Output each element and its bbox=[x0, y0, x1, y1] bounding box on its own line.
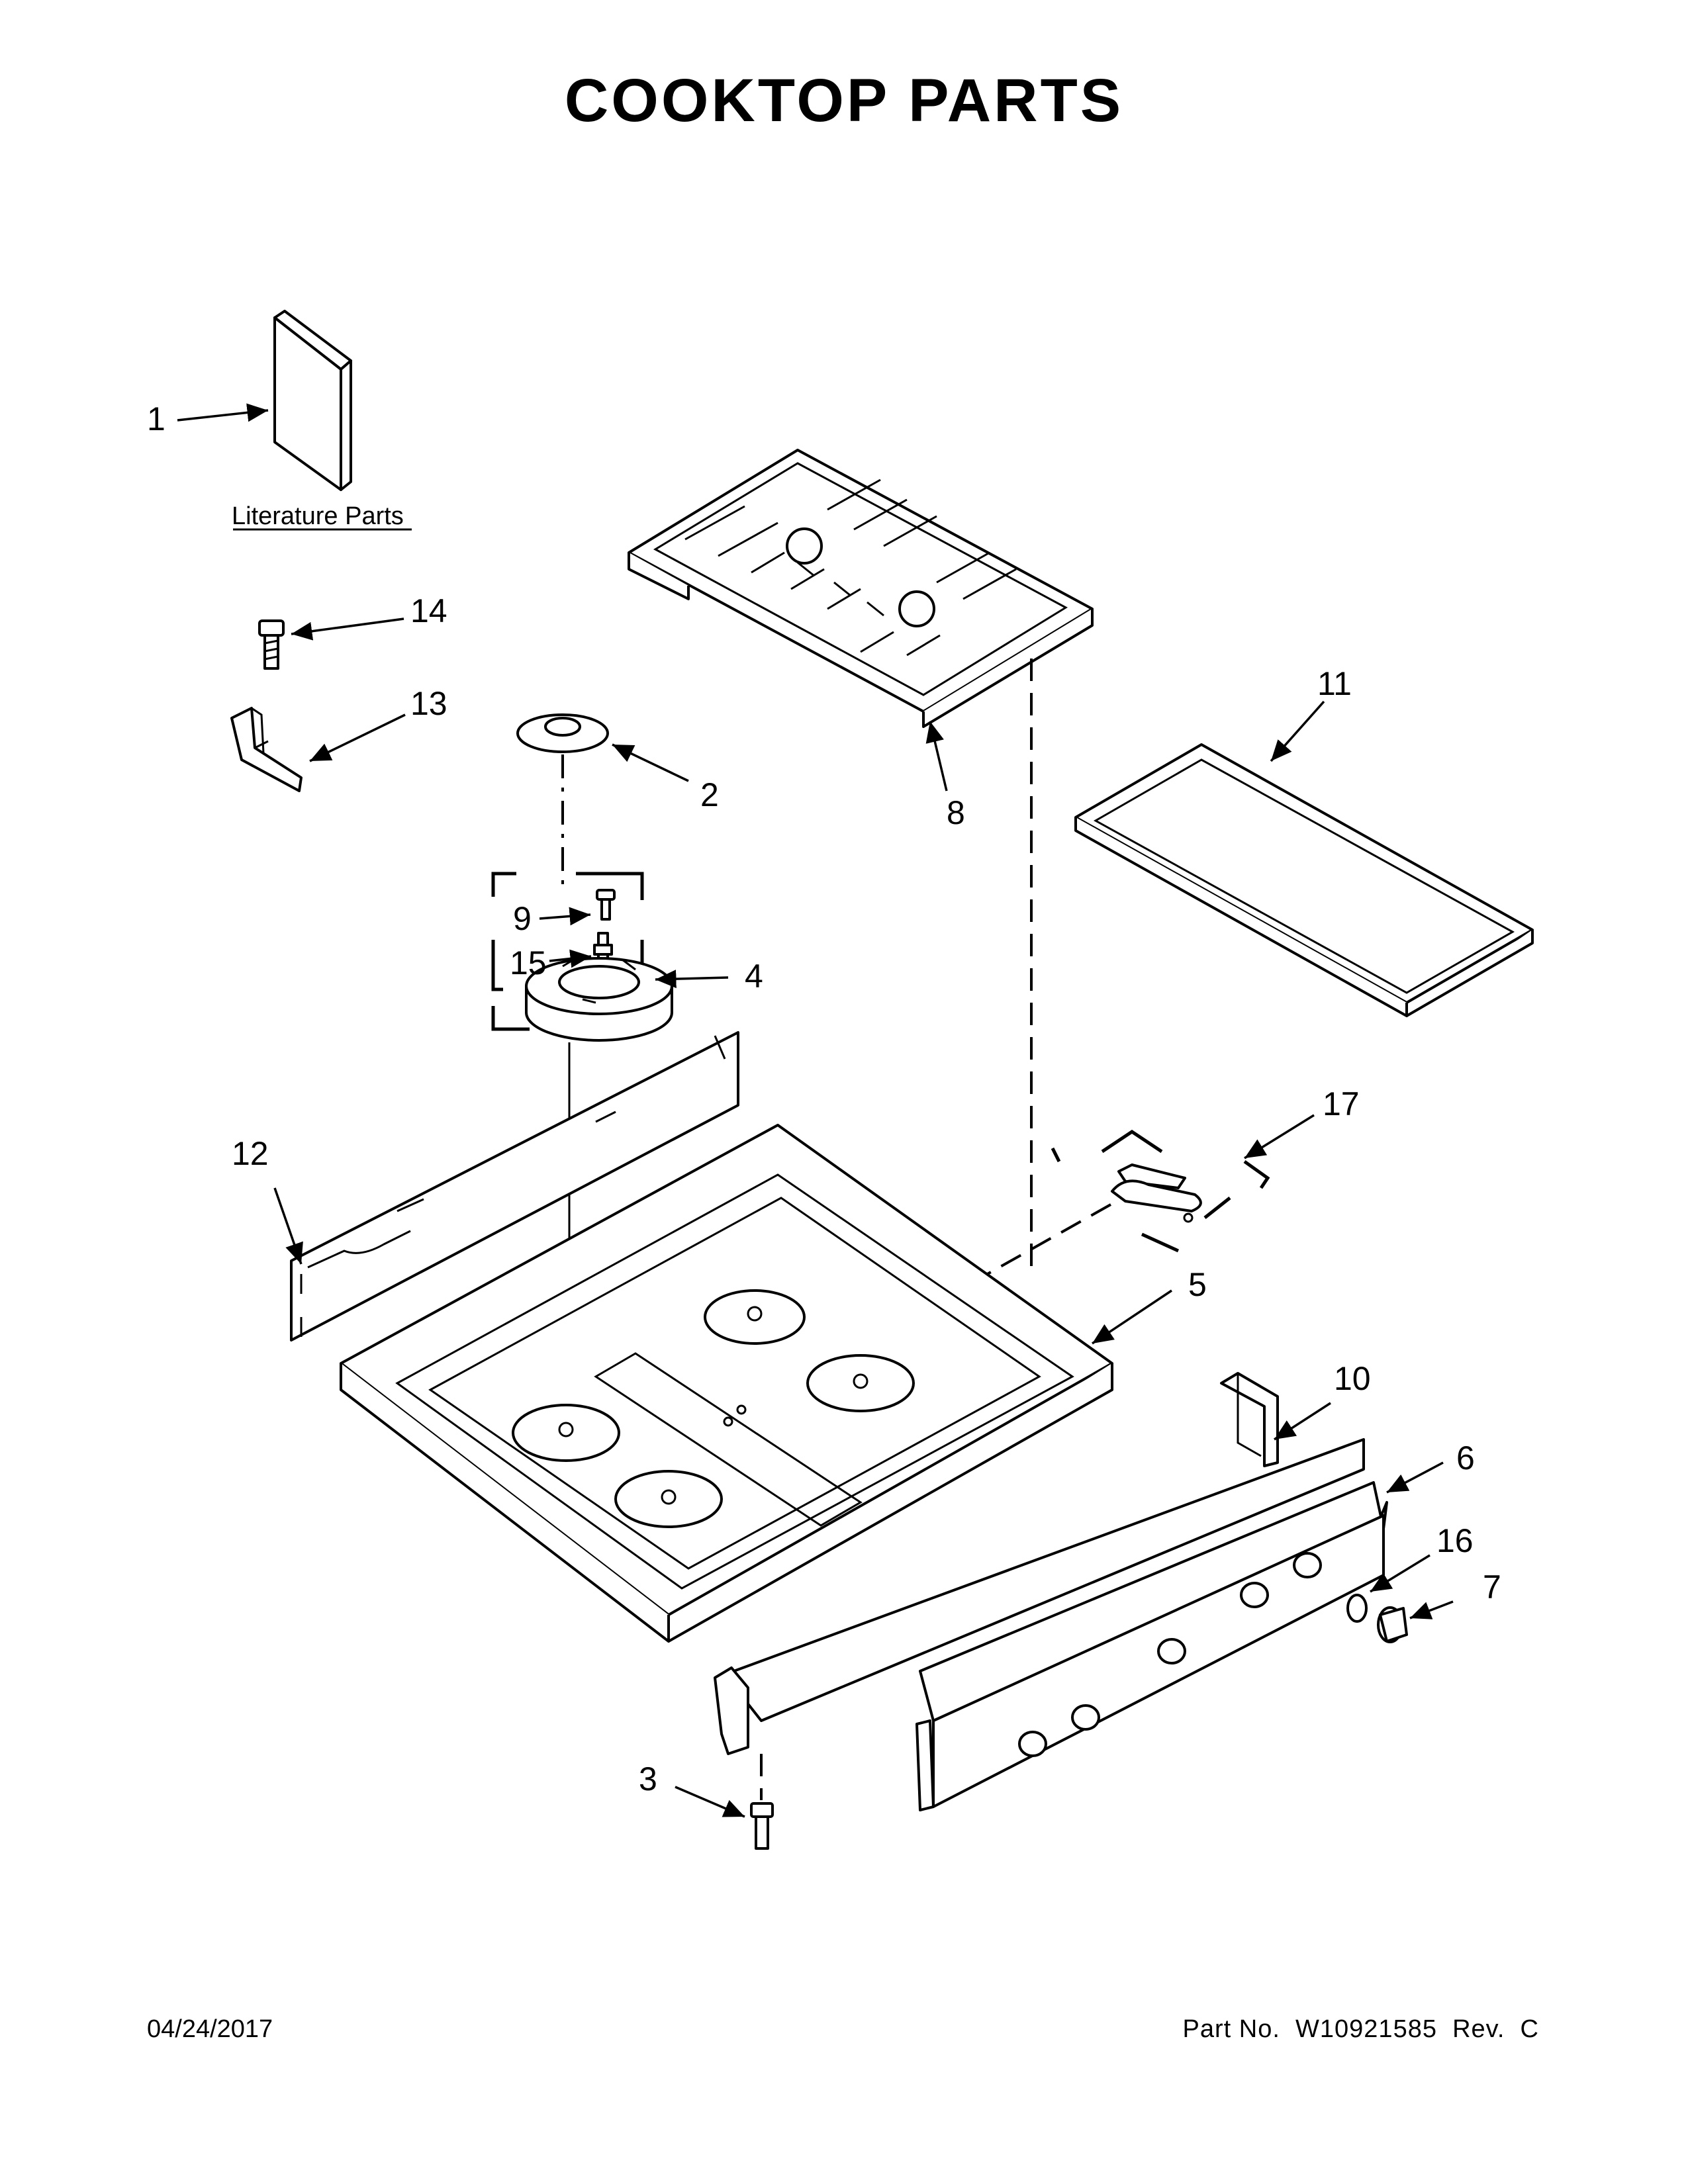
trim-bracket-17 bbox=[1051, 1129, 1270, 1253]
callout-2: 2 bbox=[700, 776, 719, 813]
leader-15 bbox=[549, 949, 592, 968]
leader-7 bbox=[1409, 1600, 1454, 1619]
page-title: COOKTOP PARTS bbox=[564, 67, 1124, 134]
part-no-label: Part No. bbox=[1182, 2015, 1280, 2043]
callout-16: 16 bbox=[1436, 1522, 1474, 1559]
leader-13 bbox=[309, 713, 406, 762]
cooktop-main bbox=[340, 1124, 1113, 1643]
callout-7: 7 bbox=[1483, 1569, 1501, 1606]
control-knob-7 bbox=[1377, 1606, 1408, 1643]
leader-17 bbox=[1244, 1114, 1315, 1160]
leader-12 bbox=[273, 1187, 303, 1265]
cooktop-grate bbox=[628, 449, 1094, 728]
callout-12: 12 bbox=[232, 1135, 269, 1172]
callout-11: 11 bbox=[1317, 665, 1352, 702]
rev-label: Rev. bbox=[1452, 2015, 1505, 2043]
callout-17: 17 bbox=[1323, 1085, 1360, 1122]
leader-14 bbox=[291, 617, 404, 641]
bracket-13 bbox=[230, 707, 303, 792]
rev-value: C bbox=[1520, 2015, 1539, 2043]
leader-4 bbox=[655, 970, 729, 989]
leader-11 bbox=[1270, 700, 1325, 762]
screw-3 bbox=[750, 1802, 774, 1850]
leader-9 bbox=[539, 907, 591, 926]
callout-14: 14 bbox=[410, 592, 447, 629]
callout-6: 6 bbox=[1456, 1439, 1475, 1477]
callout-8: 8 bbox=[947, 794, 965, 831]
callout-3: 3 bbox=[639, 1760, 657, 1797]
leader-3 bbox=[675, 1786, 745, 1818]
screw-9 bbox=[596, 889, 616, 921]
leader-2 bbox=[612, 743, 689, 782]
part-no-value: W10921585 bbox=[1295, 2015, 1437, 2043]
callout-9: 9 bbox=[513, 900, 532, 937]
footer-date: 04/24/2017 bbox=[147, 2015, 273, 2043]
manifold-panel bbox=[714, 1438, 1388, 1811]
leader-10 bbox=[1274, 1402, 1331, 1441]
burner-cap bbox=[516, 713, 609, 753]
burner-base bbox=[525, 957, 673, 1042]
rear-panel bbox=[290, 1031, 739, 1342]
leader-1 bbox=[177, 403, 269, 422]
bracket-10 bbox=[1220, 1372, 1279, 1467]
screw-14 bbox=[258, 619, 285, 670]
callout-15: 15 bbox=[510, 944, 547, 981]
callout-1: 1 bbox=[147, 400, 165, 437]
valve-seal-16 bbox=[1346, 1594, 1368, 1623]
footer-part-number: Part No. W10921585 Rev. C bbox=[1183, 2015, 1539, 2044]
leader-6 bbox=[1386, 1461, 1444, 1494]
leader-8 bbox=[925, 721, 948, 792]
leader-16 bbox=[1370, 1554, 1430, 1593]
literature-parts-label: Literature Parts bbox=[232, 502, 404, 530]
griddle bbox=[1074, 743, 1534, 1017]
callout-5: 5 bbox=[1188, 1266, 1207, 1303]
callout-4: 4 bbox=[745, 958, 763, 995]
callout-13: 13 bbox=[410, 685, 447, 722]
literature-booklet bbox=[273, 310, 352, 491]
callout-10: 10 bbox=[1334, 1360, 1371, 1397]
leader-5 bbox=[1092, 1289, 1172, 1345]
